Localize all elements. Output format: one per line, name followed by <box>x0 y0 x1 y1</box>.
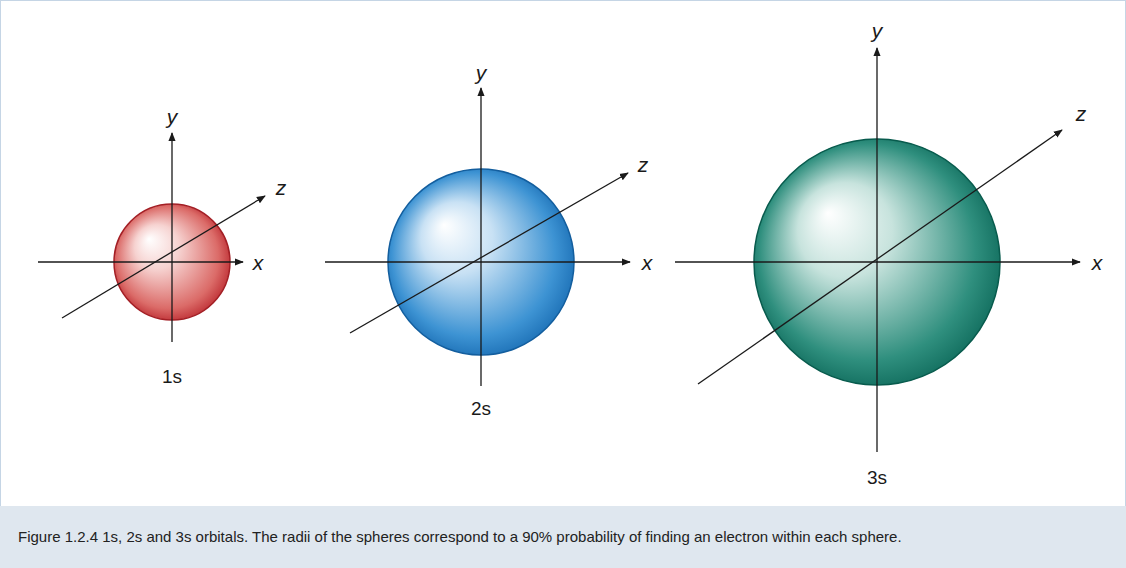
x-axis <box>38 261 243 262</box>
z-axis <box>698 130 1062 384</box>
axis-label: z <box>638 154 649 175</box>
figure-border <box>1 1 1126 507</box>
orbital-label: 2s <box>471 399 491 418</box>
axis-label: x <box>642 252 653 273</box>
axis-label: y <box>872 20 883 41</box>
z-axis <box>62 196 265 318</box>
orbital-label: 1s <box>162 367 182 386</box>
axis-label: z <box>1076 103 1087 124</box>
axis-label: x <box>1092 252 1103 273</box>
y-axis <box>480 88 481 386</box>
y-axis <box>876 48 877 452</box>
x-axis <box>325 261 630 262</box>
axis-label: z <box>276 177 287 198</box>
axis-label: y <box>167 106 178 127</box>
y-axis <box>171 133 172 342</box>
z-axis <box>350 173 628 333</box>
axis-label: y <box>476 62 487 83</box>
figure-caption: Figure 1.2.4 1s, 2s and 3s orbitals. The… <box>18 506 902 568</box>
orbital-label: 3s <box>867 468 887 487</box>
axis-label: x <box>253 252 264 273</box>
